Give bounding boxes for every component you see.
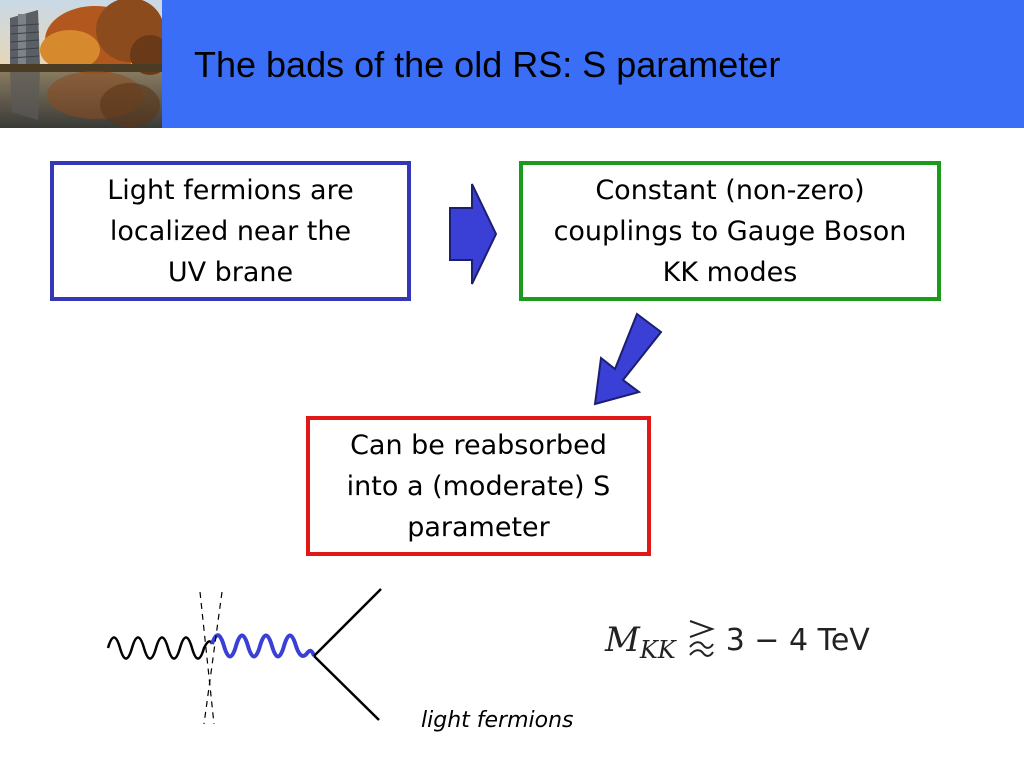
box-line: Constant (non-zero) [595, 174, 865, 206]
feynman-diagram [106, 588, 382, 725]
gauge-boson-wave-blue [210, 633, 316, 659]
right-arrow-icon [449, 183, 498, 285]
box-line: parameter [407, 511, 550, 543]
cut-line [199, 591, 215, 725]
fermion-line-upper [313, 588, 382, 657]
formula-rhs: 3 − 4 TeV [725, 622, 870, 658]
cut-line [203, 591, 223, 725]
kk-mass-bound-formula: M KK 3 − 4 TeV [605, 615, 870, 665]
down-left-arrow-icon [593, 312, 663, 406]
constant-couplings-box: Constant (non-zero) couplings to Gauge B… [519, 161, 941, 301]
box-line: localized near the [109, 215, 352, 247]
formula-subscript: KK [639, 636, 676, 664]
box-line: Light fermions are [107, 174, 354, 206]
box-line: into a (moderate) S [346, 470, 611, 502]
s-parameter-box: Can be reabsorbed into a (moderate) S pa… [306, 416, 651, 556]
box-line: UV brane [167, 256, 294, 288]
light-fermions-box: Light fermions are localized near the UV… [50, 161, 411, 301]
box-line: Can be reabsorbed [350, 429, 607, 461]
box-line: KK modes [662, 256, 798, 288]
header-bar: The bads of the old RS: S parameter [0, 0, 1024, 128]
building-lake-photo [0, 0, 162, 128]
greater-approx-icon [686, 617, 716, 663]
light-fermions-caption: light fermions [421, 708, 574, 733]
fermion-line-lower [313, 655, 380, 721]
formula-mass-symbol: M [605, 620, 640, 660]
box-line: couplings to Gauge Boson [553, 215, 907, 247]
gauge-boson-wave-black [106, 636, 214, 660]
slide-title: The bads of the old RS: S parameter [194, 44, 781, 85]
